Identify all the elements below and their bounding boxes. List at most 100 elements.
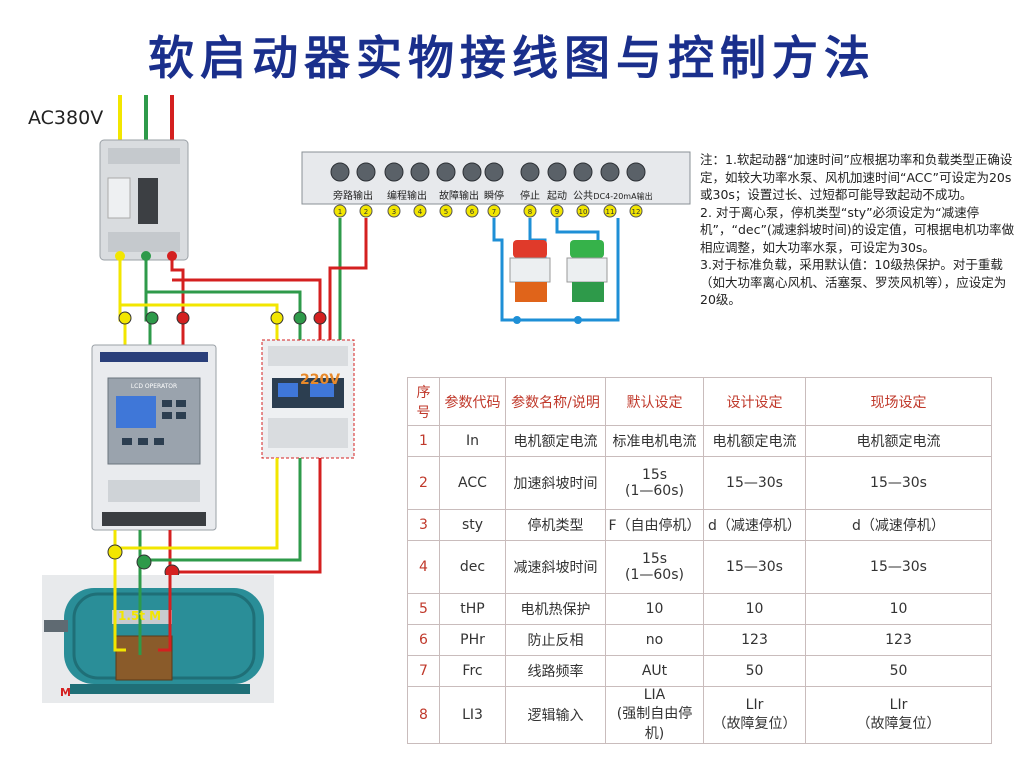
terminal-screw bbox=[520, 162, 540, 182]
cell-code: PHr bbox=[439, 624, 506, 656]
cell-default-line1: LIA bbox=[643, 687, 666, 703]
terminal-number-marker bbox=[603, 204, 617, 218]
motor-badge: M bbox=[60, 686, 71, 699]
cell-default: 标准电机电流 bbox=[605, 425, 704, 457]
terminal-number-marker bbox=[333, 204, 347, 218]
notes-block: 注：1.软起动器“加速时间”应根据功率和负载类型正确设定，如较大功率水泵、风机加… bbox=[700, 151, 1018, 309]
cell-code: sty bbox=[439, 509, 506, 541]
note-3: 3.对于标准负载，采用默认值：10级热保护。对于重载（如大功率离心风机、活塞泵、… bbox=[700, 257, 1007, 307]
cell-no: 8 bbox=[407, 686, 440, 744]
cell-name: 逻辑输入 bbox=[505, 686, 606, 744]
terminal-label: DC4-20mA输出 bbox=[593, 191, 652, 201]
terminal-number: 7 bbox=[492, 208, 496, 216]
terminal-number: 12 bbox=[632, 208, 641, 216]
cell-field: LIr （故障复位） bbox=[805, 686, 992, 744]
start-pushbutton bbox=[566, 240, 608, 302]
terminal-number-marker bbox=[387, 204, 401, 218]
motor bbox=[42, 575, 274, 703]
terminal-screw bbox=[436, 162, 456, 182]
cell-default-line2: (强制自由停机) bbox=[616, 706, 693, 742]
terminal-screw bbox=[547, 162, 567, 182]
cell-name: 减速斜坡时间 bbox=[505, 540, 606, 594]
cell-field: 123 bbox=[805, 624, 992, 656]
cell-default-line1: 15s bbox=[641, 467, 668, 483]
table-row: 8 LI3 逻辑输入 LIA(强制自由停机) LIr（故障复位） LIr（故障复… bbox=[407, 686, 992, 744]
cell-no: 4 bbox=[407, 540, 440, 594]
terminal-number-marker bbox=[576, 204, 590, 218]
terminal-number: 9 bbox=[555, 208, 559, 216]
cell-name: 防止反相 bbox=[505, 624, 606, 656]
cell-default: AUt bbox=[605, 655, 704, 687]
terminal-screw bbox=[356, 162, 376, 182]
note-1: 注：1.软起动器“加速时间”应根据功率和负载类型正确设定，如较大功率水泵、风机加… bbox=[700, 152, 1013, 202]
cell-default-line1: 15s bbox=[641, 551, 668, 567]
terminal-number-marker bbox=[550, 204, 564, 218]
cell-field: 10 bbox=[805, 593, 992, 625]
cell-no: 2 bbox=[407, 456, 440, 510]
terminal-screw bbox=[330, 162, 350, 182]
table-row: 4 dec 减速斜坡时间 15s(1—60s) 15—30s 15—30s bbox=[407, 540, 992, 594]
header-code: 参数代码 bbox=[439, 377, 506, 426]
terminal-screw bbox=[462, 162, 482, 182]
terminal-number: 5 bbox=[444, 208, 448, 216]
terminal-number: 4 bbox=[418, 208, 423, 216]
terminal-number-marker bbox=[487, 204, 501, 218]
header-name: 参数名称/说明 bbox=[505, 377, 606, 426]
terminal-number-marker bbox=[523, 204, 537, 218]
cell-design: d（减速停机） bbox=[703, 509, 806, 541]
cell-default: F（自由停机） bbox=[605, 509, 704, 541]
table-row: 2 ACC 加速斜坡时间 15s(1—60s) 15—30s 15—30s bbox=[407, 456, 992, 510]
cell-name: 加速斜坡时间 bbox=[505, 456, 606, 510]
terminal-number-marker bbox=[413, 204, 427, 218]
terminal-label: 停止 bbox=[520, 189, 540, 202]
terminal-number-marker bbox=[465, 204, 479, 218]
cell-no: 6 bbox=[407, 624, 440, 656]
cell-default: 15s(1—60s) bbox=[605, 456, 704, 510]
cell-design-line2: （故障复位） bbox=[712, 716, 797, 732]
stop-pushbutton bbox=[509, 240, 551, 302]
panel-title: LCD OPERATOR bbox=[131, 383, 177, 390]
cell-name: 电机热保护 bbox=[505, 593, 606, 625]
terminal-screw bbox=[410, 162, 430, 182]
cell-design: 15—30s bbox=[703, 456, 806, 510]
terminal-screw bbox=[600, 162, 620, 182]
cell-default-line2: (1—60s) bbox=[625, 567, 684, 583]
cell-name: 停机类型 bbox=[505, 509, 606, 541]
cell-field: 15—30s bbox=[805, 456, 992, 510]
cell-field-line1: LIr bbox=[889, 697, 908, 713]
page-title: 软启动器实物接线图与控制方法 bbox=[148, 31, 876, 85]
terminal-screw bbox=[484, 162, 504, 182]
header-default: 默认设定 bbox=[605, 377, 704, 426]
terminal-number: 2 bbox=[364, 208, 368, 216]
cell-default: LIA (强制自由停机) bbox=[605, 686, 704, 744]
terminal-screw bbox=[626, 162, 646, 182]
cell-design: 电机额定电流 bbox=[703, 425, 806, 457]
terminal-screw bbox=[573, 162, 593, 182]
terminal-label: 起动 bbox=[547, 190, 567, 202]
cell-field-line2: （故障复位） bbox=[856, 716, 941, 732]
cell-design: LIr（故障复位） bbox=[703, 686, 806, 744]
cell-no: 5 bbox=[407, 593, 440, 625]
parameter-table: 序号 参数代码 参数名称/说明 默认设定 设计设定 现场设定 1 In 电机额定… bbox=[407, 377, 992, 744]
cell-code: Frc bbox=[439, 655, 506, 687]
contactor bbox=[261, 339, 355, 459]
terminal-number: 3 bbox=[392, 208, 396, 216]
terminal-screw bbox=[384, 162, 404, 182]
terminal-label: 故障输出 bbox=[439, 189, 479, 202]
cell-field: d（减速停机） bbox=[805, 509, 992, 541]
terminal-label: 旁路输出 bbox=[333, 189, 373, 202]
cell-default-line2: (1—60s) bbox=[625, 483, 684, 499]
table-header-row: 序号 参数代码 参数名称/说明 默认设定 设计设定 现场设定 bbox=[407, 377, 992, 426]
terminal-number-marker bbox=[439, 204, 453, 218]
cell-design: 50 bbox=[703, 655, 806, 687]
terminal-number: 11 bbox=[606, 208, 615, 216]
cell-code: In bbox=[439, 425, 506, 457]
cell-default: 15s(1—60s) bbox=[605, 540, 704, 594]
table-row: 7 Frc 线路频率 AUt 50 50 bbox=[407, 655, 992, 687]
cell-field: 电机额定电流 bbox=[805, 425, 992, 457]
cell-name: 线路频率 bbox=[505, 655, 606, 687]
table-row: 3 sty 停机类型 F（自由停机） d（减速停机） d（减速停机） bbox=[407, 509, 992, 541]
terminal-number: 10 bbox=[579, 208, 588, 216]
supply-voltage-label: AC380V bbox=[28, 107, 104, 129]
